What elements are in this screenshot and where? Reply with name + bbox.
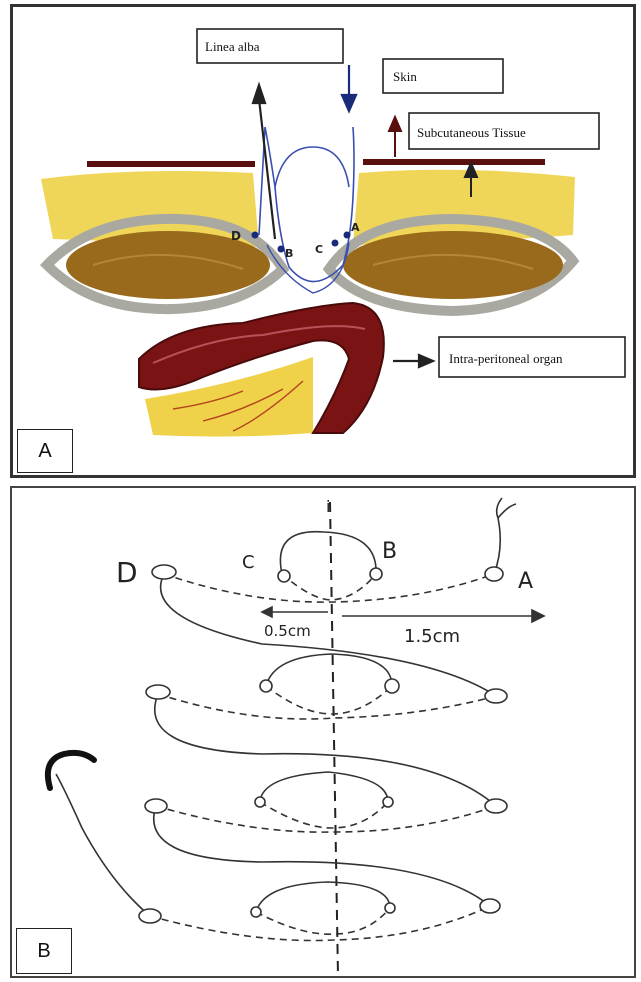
- anatomy-diagram: D B C A Linea alba Skin Subcutaneous Tis…: [13, 7, 639, 481]
- point-label-a: A: [351, 221, 360, 234]
- point-b-label: B: [382, 539, 397, 564]
- skin-arrow: [389, 117, 401, 157]
- midline: [330, 502, 338, 976]
- midline-mark: i: [326, 497, 330, 516]
- linea-alba-label: Linea alba: [205, 39, 260, 54]
- point-d-label: D: [116, 556, 138, 589]
- skin-line-left: [87, 161, 255, 167]
- suture-technique-diagram: i: [12, 488, 638, 980]
- organ-arrow: [393, 355, 433, 367]
- panel-b-letter: B: [16, 928, 72, 974]
- point-label-d: D: [231, 229, 241, 243]
- skin-line-right: [363, 159, 545, 165]
- panel-b: i: [10, 486, 636, 978]
- skin-suture-arrow: [342, 65, 356, 111]
- panel-a-letter: A: [17, 429, 73, 473]
- intraperitoneal-label: Intra-peritoneal organ: [449, 351, 563, 366]
- point-label-b: B: [285, 247, 293, 260]
- panel-a: D B C A Linea alba Skin Subcutaneous Tis…: [10, 4, 636, 478]
- point-c-label: C: [242, 552, 255, 573]
- measure-1-5cm: 1.5cm: [404, 626, 460, 647]
- measure-0-5cm: 0.5cm: [264, 622, 311, 640]
- needle-icon: [48, 753, 94, 788]
- point-label-c: C: [315, 243, 323, 256]
- point-a-label: A: [518, 569, 533, 594]
- subcutaneous-label: Subcutaneous Tissue: [417, 125, 526, 140]
- skin-label: Skin: [393, 69, 417, 84]
